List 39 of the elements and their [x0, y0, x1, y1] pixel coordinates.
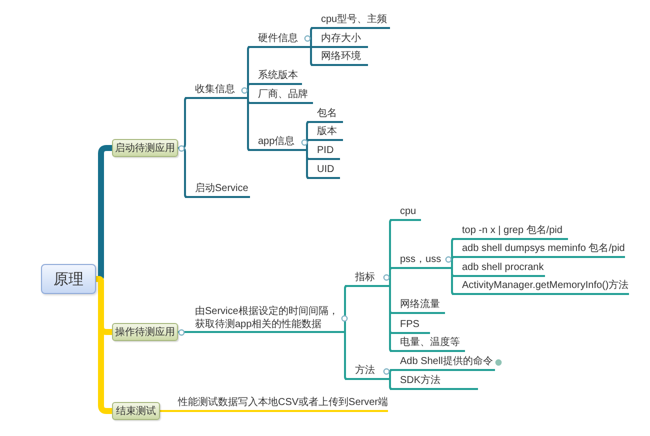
branch-topic: 由Service根据设定的时间间隔，获取待测app相关的性能数据 [191, 305, 345, 333]
branch-line [306, 150, 311, 179]
main-topic-box: 启动待测应用 [112, 139, 178, 157]
branch-topic: 电量、温度等 [390, 335, 465, 352]
trunk-line [96, 276, 112, 414]
branch-topic: SDK方法 [390, 373, 478, 390]
branch-topic: 厂商、品牌 [248, 87, 313, 104]
branch-topic: UID [307, 162, 340, 179]
branch-line [389, 379, 394, 390]
branch-line [451, 268, 456, 295]
branch-line [389, 286, 394, 352]
main-topic-box: 结束测试 [112, 402, 160, 420]
branch-topic: adb shell dumpsys meminfo 包名/pid [452, 241, 625, 258]
branch-topic: FPS [390, 317, 430, 334]
branch-topic: 性能测试数据写入本地CSV或者上传到Server端 [166, 395, 388, 412]
branch-topic: 系统版本 [248, 68, 302, 85]
branch-topic: 启动Service [185, 181, 250, 198]
branch-line [344, 285, 349, 332]
branch-topic: cpu [390, 204, 421, 221]
branch-topic: ActivityManager.getMemoryInfo()方法 [452, 278, 629, 295]
branch-line [247, 98, 252, 151]
branch-topic: Adb Shell提供的命令 [390, 354, 495, 371]
main-topic-box: 操作待测应用 [112, 323, 178, 341]
branch-topic: adb shell procrank [452, 260, 545, 277]
branch-topic: top -n x | grep 包名/pid [452, 223, 568, 240]
branch-topic: 内存大小 [311, 31, 368, 48]
branch-topic: 版本 [307, 124, 343, 141]
branch-line [389, 369, 394, 379]
branch-line [389, 267, 394, 286]
branch-topic: 网络环境 [311, 49, 368, 66]
branch-topic: 包名 [307, 106, 343, 123]
branch-line [344, 332, 349, 380]
branch-line [451, 256, 456, 268]
branch-line [247, 83, 252, 98]
branch-topic: cpu型号、主频 [311, 12, 390, 29]
branch-line [310, 47, 315, 66]
root-topic-box: 原理 [41, 264, 96, 294]
branch-topic: 网络流量 [390, 297, 445, 314]
branch-line [310, 27, 315, 47]
